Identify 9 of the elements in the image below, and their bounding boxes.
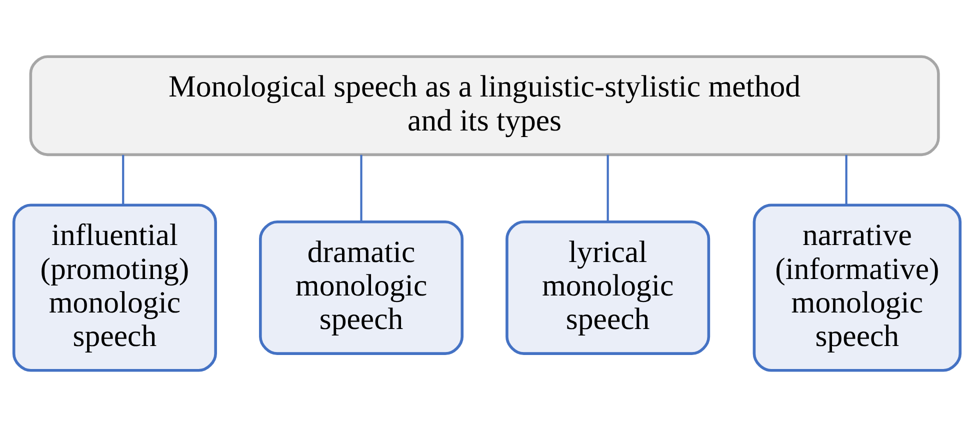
connector [122,154,124,204]
node-box: influential (promoting) monologic speech [12,203,217,372]
connector [360,154,362,221]
node-box: narrative (informative) monologic speech [752,203,962,372]
node-box: dramatic monologic speech [259,220,464,354]
connector [606,154,609,221]
connector [845,154,848,204]
node-box: lyrical monologic speech [506,220,710,354]
node-box: Monological speech as a linguistic-stylistic method and its types [29,54,940,156]
